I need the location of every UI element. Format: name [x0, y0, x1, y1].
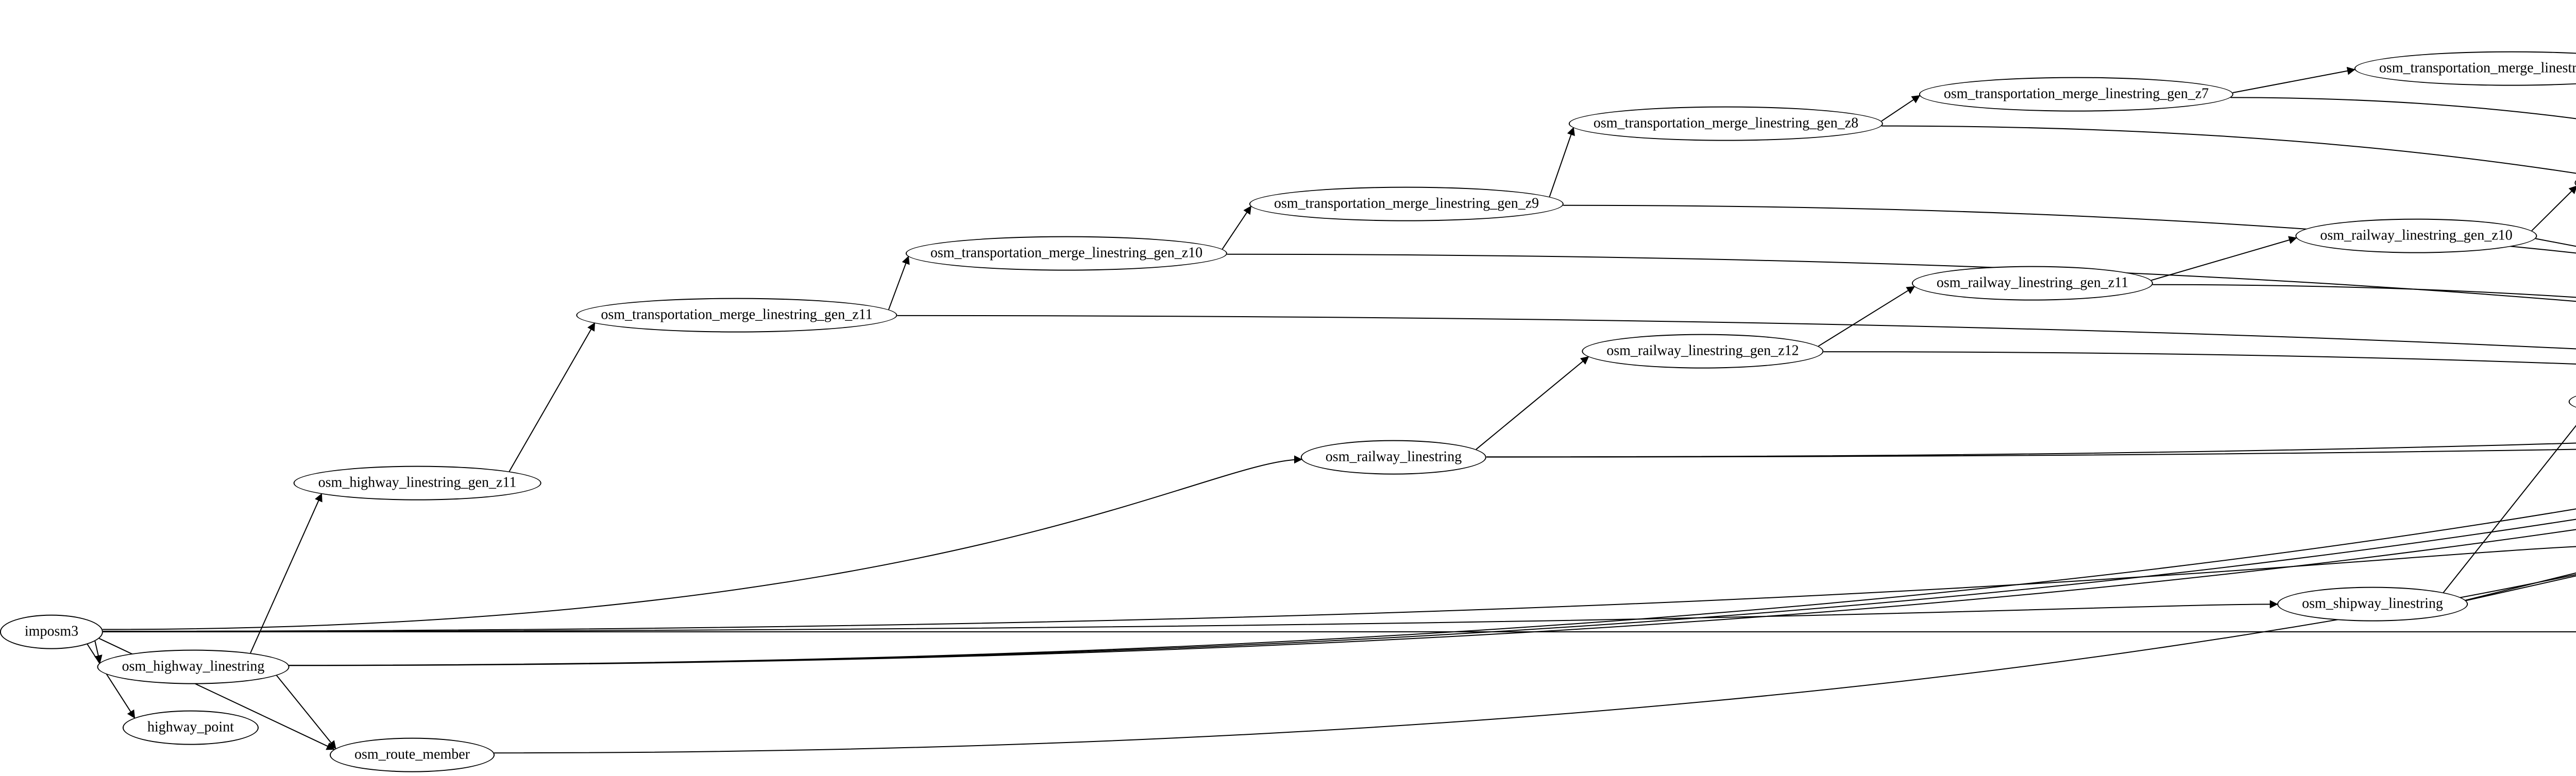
edge-osm_railway_linestring_gen_z10-to-osm_railway_linestring_gen_z9: [2531, 185, 2576, 231]
table-node-osm_transportation_merge_linestring_gen_z8: osm_transportation_merge_linestring_gen_…: [1568, 106, 1884, 141]
table-node-osm_highway_linestring_gen_z11: osm_highway_linestring_gen_z11: [293, 465, 541, 501]
edge-imposm3-to-osm_aerialway_linestring: [103, 546, 2576, 632]
edge-osm_transportation_merge_linestring_gen_z11-to-osm_transportation_merge_linestring_gen_z10: [888, 255, 910, 310]
edge-osm_highway_linestring_gen_z11-to-osm_transportation_merge_linestring_gen_z11: [509, 322, 596, 472]
edge-imposm3-to-highway_point: [87, 644, 135, 719]
table-node-osm_transportation_merge_linestring_gen_z11: osm_transportation_merge_linestring_gen_…: [576, 298, 897, 333]
edge-osm_transportation_merge_linestring_gen_z7-to-osm_transportation_merge_linestring_gen_z6: [2232, 66, 2355, 93]
table-node-osm_railway_linestring_gen_z10: osm_railway_linestring_gen_z10: [2295, 218, 2537, 253]
edge-osm_railway_linestring_gen_z12-to-layer-z12: [1823, 351, 2576, 365]
edge-osm_transportation_merge_linestring_gen_z7-to-layer-z7: [2230, 97, 2576, 119]
edge-osm_railway_linestring_gen_z10-to-layer-z10: [2535, 238, 2576, 247]
edge-osm_transportation_merge_linestring_gen_z8-to-osm_transportation_merge_linestring_gen_z7: [1881, 95, 1921, 122]
table-node-osm_route_member: osm_route_member: [330, 737, 495, 772]
edge-osm_highway_linestring-to-layer-z12: [289, 508, 2576, 666]
edge-osm_railway_linestring-to-layer-z13: [1486, 442, 2576, 458]
edge-osm_transportation_merge_linestring_gen_z10-to-layer-z10: [1227, 253, 2576, 302]
edge-osm_transportation_merge_linestring_gen_z9-to-osm_transportation_merge_linestring_gen_z8: [1549, 127, 1575, 197]
table-node-osm_highway_linestring: osm_highway_linestring: [97, 649, 290, 684]
table-node-osm_railway_linestring_gen_z12: osm_railway_linestring_gen_z12: [1582, 334, 1824, 369]
edge-osm_highway_linestring-to-layer-z13: [289, 519, 2576, 666]
edge-osm_route_member-to-layer-z14plus: [494, 574, 2576, 754]
edge-osm_railway_linestring-to-osm_railway_linestring_gen_z12: [1476, 356, 1589, 450]
table-node-osm_railway_linestring_gen_z11: osm_railway_linestring_gen_z11: [1911, 266, 2154, 301]
table-node-osm_railway_linestring: osm_railway_linestring: [1300, 440, 1487, 475]
table-node-osm_transportation_merge_linestring_gen_z9: osm_transportation_merge_linestring_gen_…: [1249, 186, 1564, 221]
edge-imposm3-to-osm_highway_linestring: [94, 641, 103, 664]
edge-osm_railway_linestring_gen_z11-to-osm_railway_linestring_gen_z10: [2151, 236, 2297, 281]
edge-osm_transportation_merge_linestring_gen_z11-to-layer-z11: [897, 315, 2576, 350]
edge-osm_highway_linestring-to-osm_highway_linestring_gen_z11: [250, 493, 323, 653]
edge-osm_transportation_merge_linestring_gen_z9-to-layer-z9: [1563, 204, 2576, 254]
edge-osm_transportation_merge_linestring_gen_z8-to-layer-z8: [1882, 125, 2576, 174]
edge-osm_highway_linestring-to-osm_route_member: [276, 675, 336, 749]
table-node-osm_transportation_merge_linestring_gen_z7: osm_transportation_merge_linestring_gen_…: [1919, 77, 2234, 112]
edge-osm_highway_linestring-to-layer-z14plus: [289, 529, 2576, 666]
table-node-highway_point: highway_point: [123, 710, 259, 745]
table-node-osm_shipway_linestring: osm_shipway_linestring: [2277, 587, 2468, 622]
edge-osm_railway_linestring_gen_z11-to-layer-z11: [2153, 284, 2576, 298]
table-node-imposm3: imposm3: [0, 614, 104, 649]
edge-osm_transportation_merge_linestring_gen_z10-to-osm_transportation_merge_linestring_gen_z9: [1222, 205, 1251, 250]
table-node-osm_transportation_merge_linestring_gen_z10: osm_transportation_merge_linestring_gen_…: [905, 236, 1228, 271]
edge-osm_railway_linestring-to-layer-z14plus: [1486, 449, 2576, 458]
edge-osm_railway_linestring_gen_z12-to-osm_railway_linestring_gen_z11: [1818, 286, 1916, 347]
edge-imposm3-to-osm_shipway_linestring: [103, 600, 2278, 632]
edge-imposm3-to-osm_railway_linestring: [103, 455, 1302, 630]
edge-osm_shipway_linestring-to-osm_shipway_linestring_gen_z12: [2443, 425, 2576, 593]
